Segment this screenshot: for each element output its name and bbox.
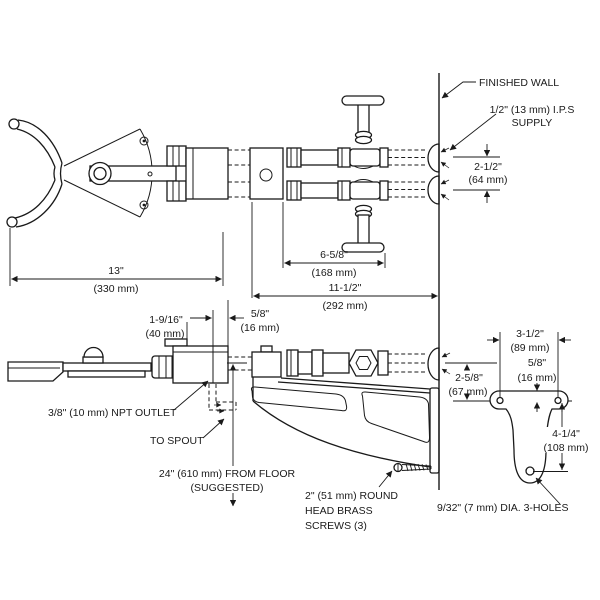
- cross-handle: [341, 95, 385, 106]
- dim-5-8in-plate: 5/8" (16 mm): [517, 357, 557, 412]
- callout-finished-wall: FINISHED WALL: [441, 77, 559, 99]
- valve-body: [185, 147, 229, 200]
- finished-wall-label: FINISHED WALL: [479, 77, 559, 89]
- mounting-hole: [525, 466, 535, 476]
- callout-to-spout: TO SPOUT: [150, 418, 225, 447]
- dimensions: 13" (330 mm) 6-5/8" (168 mm) 11-1/2" (29…: [9, 144, 594, 507]
- dim-58b-mm: (16 mm): [517, 372, 556, 384]
- operating-arm: [88, 161, 177, 186]
- dim-2-5-8in: 2-5/8" (67 mm): [441, 352, 497, 400]
- valve-stem: [357, 214, 370, 245]
- dim-212-label: 2-1/2": [474, 161, 502, 173]
- dim-658-label: 6-5/8": [320, 249, 348, 261]
- dim-24in-floor: 24" (610 mm) FROM FLOOR (SUGGESTED): [159, 362, 296, 507]
- knob-base: [82, 356, 104, 364]
- mixing-body: [249, 147, 284, 200]
- floor-note-line1: 24" (610 mm) FROM FLOOR: [159, 468, 296, 480]
- lower-supply-line: [286, 179, 426, 253]
- knob: [83, 346, 104, 358]
- dim-1916-mm: (40 mm): [145, 328, 184, 340]
- dim-258-label: 2-5/8": [455, 372, 483, 384]
- dim-3-1-2in: 3-1/2" (89 mm): [487, 328, 571, 397]
- wall-flange: [429, 387, 440, 474]
- wall-escutcheon: [427, 175, 440, 205]
- mounting-hole: [259, 168, 273, 182]
- upper-supply-line: [286, 95, 426, 169]
- dim-312-label: 3-1/2": [516, 328, 544, 340]
- plan-view: [6, 95, 440, 253]
- spout-connection-hidden: [208, 384, 237, 414]
- paddle-handle: [7, 346, 152, 382]
- dim-1916-label: 1-9/16": [149, 314, 183, 326]
- ips-supply-line1: 1/2" (13 mm) I.P.S: [490, 104, 575, 116]
- pivot-nut: [88, 161, 112, 186]
- dim-312-mm: (89 mm): [510, 342, 549, 354]
- dim-4-1-4in: 4-1/4" (108 mm): [540, 403, 594, 470]
- wall-escutcheon: [427, 143, 440, 173]
- dim-6-5-8in: 6-5/8" (168 mm): [282, 202, 386, 279]
- dim-1-9-16in: 1-9/16" (40 mm): [145, 310, 214, 346]
- hidden-pipe-section: [228, 149, 250, 198]
- dim-58b-label: 5/8": [528, 357, 547, 369]
- callout-ips-supply: 1/2" (13 mm) I.P.S SUPPLY: [449, 104, 575, 151]
- fork-bracket: [6, 118, 63, 228]
- dia-holes-label: 9/32" (7 mm) DIA. 3-HOLES: [437, 502, 569, 514]
- dim-1112-label: 11-1/2": [329, 282, 362, 294]
- support-brace: [250, 377, 440, 474]
- brace-cutout: [361, 391, 431, 443]
- outlet-body: [164, 338, 229, 384]
- dim-13-label: 13": [108, 265, 124, 277]
- side-view: [7, 338, 440, 474]
- dim-13in: 13" (330 mm): [9, 228, 224, 295]
- hex-union: [348, 349, 379, 377]
- dim-1112-mm: (292 mm): [323, 300, 368, 312]
- dim-5-8in-face: 5/8" (16 mm): [227, 300, 280, 346]
- dim-13-mm: (330 mm): [94, 283, 139, 295]
- supply-pipe-side: [228, 345, 426, 378]
- mounting-screw: [393, 462, 432, 473]
- mounting-hole: [496, 396, 504, 405]
- screws-label-line1: 2" (51 mm) ROUND: [305, 490, 398, 502]
- to-spout-label: TO SPOUT: [150, 435, 204, 447]
- cross-handle: [341, 242, 385, 253]
- dim-212-mm: (64 mm): [468, 174, 507, 186]
- brace-cutout: [250, 386, 348, 412]
- callout-npt-outlet: 3/8" (10 mm) NPT OUTLET: [48, 380, 209, 419]
- valve-stem: [357, 103, 370, 135]
- mounting-hole: [554, 396, 562, 405]
- dim-414-mm: (108 mm): [544, 442, 589, 454]
- dim-658-mm: (168 mm): [312, 267, 357, 279]
- wall-escutcheon: [427, 347, 440, 381]
- dim-11-1-2in: 11-1/2" (292 mm): [251, 202, 438, 312]
- callout-brass-screws: 2" (51 mm) ROUND HEAD BRASS SCREWS (3): [305, 470, 398, 532]
- dim-414-label: 4-1/4": [552, 428, 580, 440]
- ips-supply-line2: SUPPLY: [512, 117, 553, 129]
- dim-58a-mm: (16 mm): [240, 322, 279, 334]
- screws-label-line3: SCREWS (3): [305, 520, 367, 532]
- callout-dia-holes: 9/32" (7 mm) DIA. 3-HOLES: [437, 477, 569, 514]
- screw-icon: [139, 200, 149, 210]
- npt-outlet-label: 3/8" (10 mm) NPT OUTLET: [48, 407, 177, 419]
- floor-note-line2: (SUGGESTED): [191, 482, 264, 494]
- bracket-plate-view: [453, 390, 572, 484]
- dim-258-mm: (67 mm): [448, 386, 487, 398]
- screws-label-line2: HEAD BRASS: [305, 505, 373, 517]
- dim-58a-label: 5/8": [251, 308, 270, 320]
- arm-couplings: [166, 145, 187, 202]
- dim-2-1-2in: 2-1/2" (64 mm): [440, 144, 508, 203]
- screw-icon: [139, 136, 149, 146]
- callouts: FINISHED WALL 1/2" (13 mm) I.P.S SUPPLY …: [48, 77, 574, 532]
